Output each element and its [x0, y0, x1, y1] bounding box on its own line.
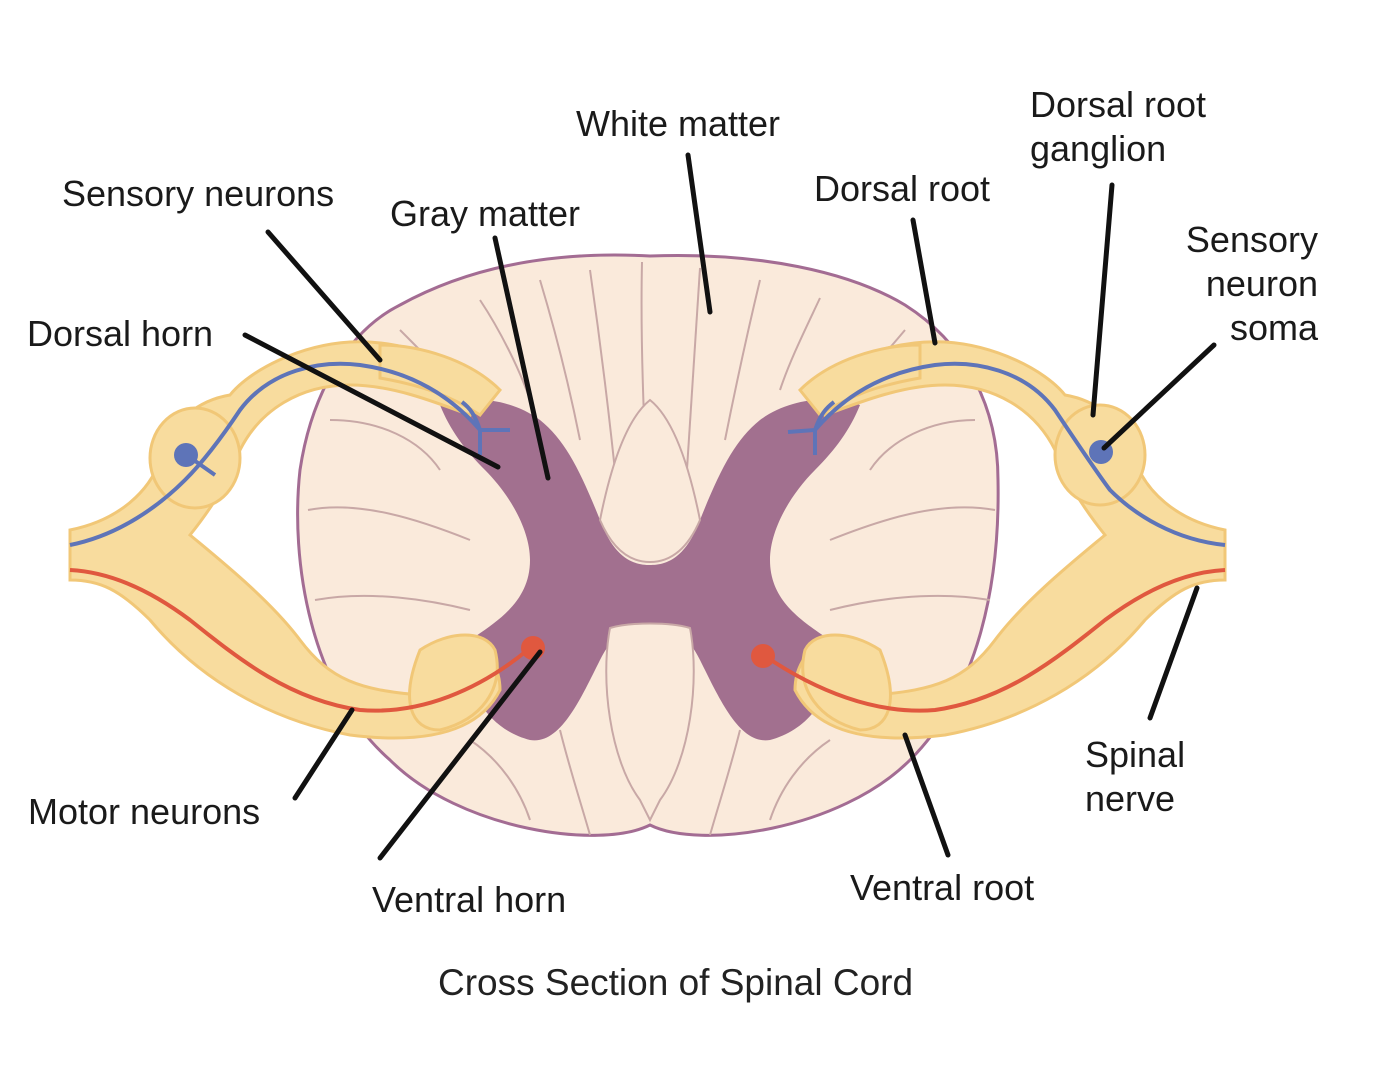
label-dorsal-root-ganglion: Dorsal root ganglion [1030, 83, 1206, 171]
leader-dorsal-root [910, 217, 938, 346]
diagram-caption: Cross Section of Spinal Cord [438, 962, 914, 1003]
label-gray-matter: Gray matter [390, 193, 581, 234]
leader-ventral-root [902, 732, 951, 858]
label-spinal-nerve: Spinal nerve [1085, 733, 1185, 821]
label-dorsal-horn: Dorsal horn [27, 313, 214, 354]
leader-gray-matter [492, 235, 551, 481]
leader-white-matter [685, 152, 713, 315]
leader-ventral-horn [377, 649, 543, 861]
left-dorsal-root-entry [378, 343, 503, 418]
label-motor-neurons: Motor neurons [28, 791, 261, 832]
label-dorsal-root-ganglion-line2: ganglion [1030, 128, 1167, 169]
label-ventral-horn: Ventral horn [372, 879, 567, 920]
leader-lines [242, 152, 1217, 861]
label-dorsal-root-ganglion-line1: Dorsal root [1030, 84, 1207, 125]
leader-sensory-neuron-soma [1101, 342, 1217, 451]
leader-spinal-nerve [1147, 585, 1200, 721]
label-spinal-nerve-line2: nerve [1085, 778, 1176, 819]
left-sensory-neuron [69, 361, 510, 547]
leader-motor-neurons [292, 707, 355, 801]
leader-dorsal-root-ganglion [1090, 182, 1115, 418]
leader-sensory-neurons [265, 229, 383, 363]
left-motor-neuron [69, 568, 532, 713]
label-white-matter: White matter [576, 103, 781, 144]
label-sensory-neuron-soma-line3: soma [1229, 307, 1318, 348]
right-sensory-neuron [787, 361, 1226, 547]
label-sensory-neuron-soma-line2: neuron [1205, 263, 1318, 304]
right-dorsal-root-entry [797, 343, 922, 418]
label-ventral-root: Ventral root [850, 867, 1035, 908]
right-motor-neuron-soma [751, 644, 775, 668]
leader-dorsal-horn [242, 332, 501, 470]
label-sensory-neuron-soma-line1: Sensory [1185, 219, 1318, 260]
left-sensory-neuron-soma [174, 443, 198, 467]
label-sensory-neuron-soma: Sensory neuron soma [1186, 218, 1318, 350]
label-dorsal-root: Dorsal root [814, 168, 991, 209]
label-sensory-neurons: Sensory neurons [62, 173, 335, 214]
label-spinal-nerve-line1: Spinal [1085, 734, 1186, 775]
left-motor-neuron-soma [521, 636, 545, 660]
right-motor-neuron [763, 568, 1226, 713]
posterior-median-sulcus [598, 398, 702, 564]
anterior-median-fissure [605, 622, 695, 823]
